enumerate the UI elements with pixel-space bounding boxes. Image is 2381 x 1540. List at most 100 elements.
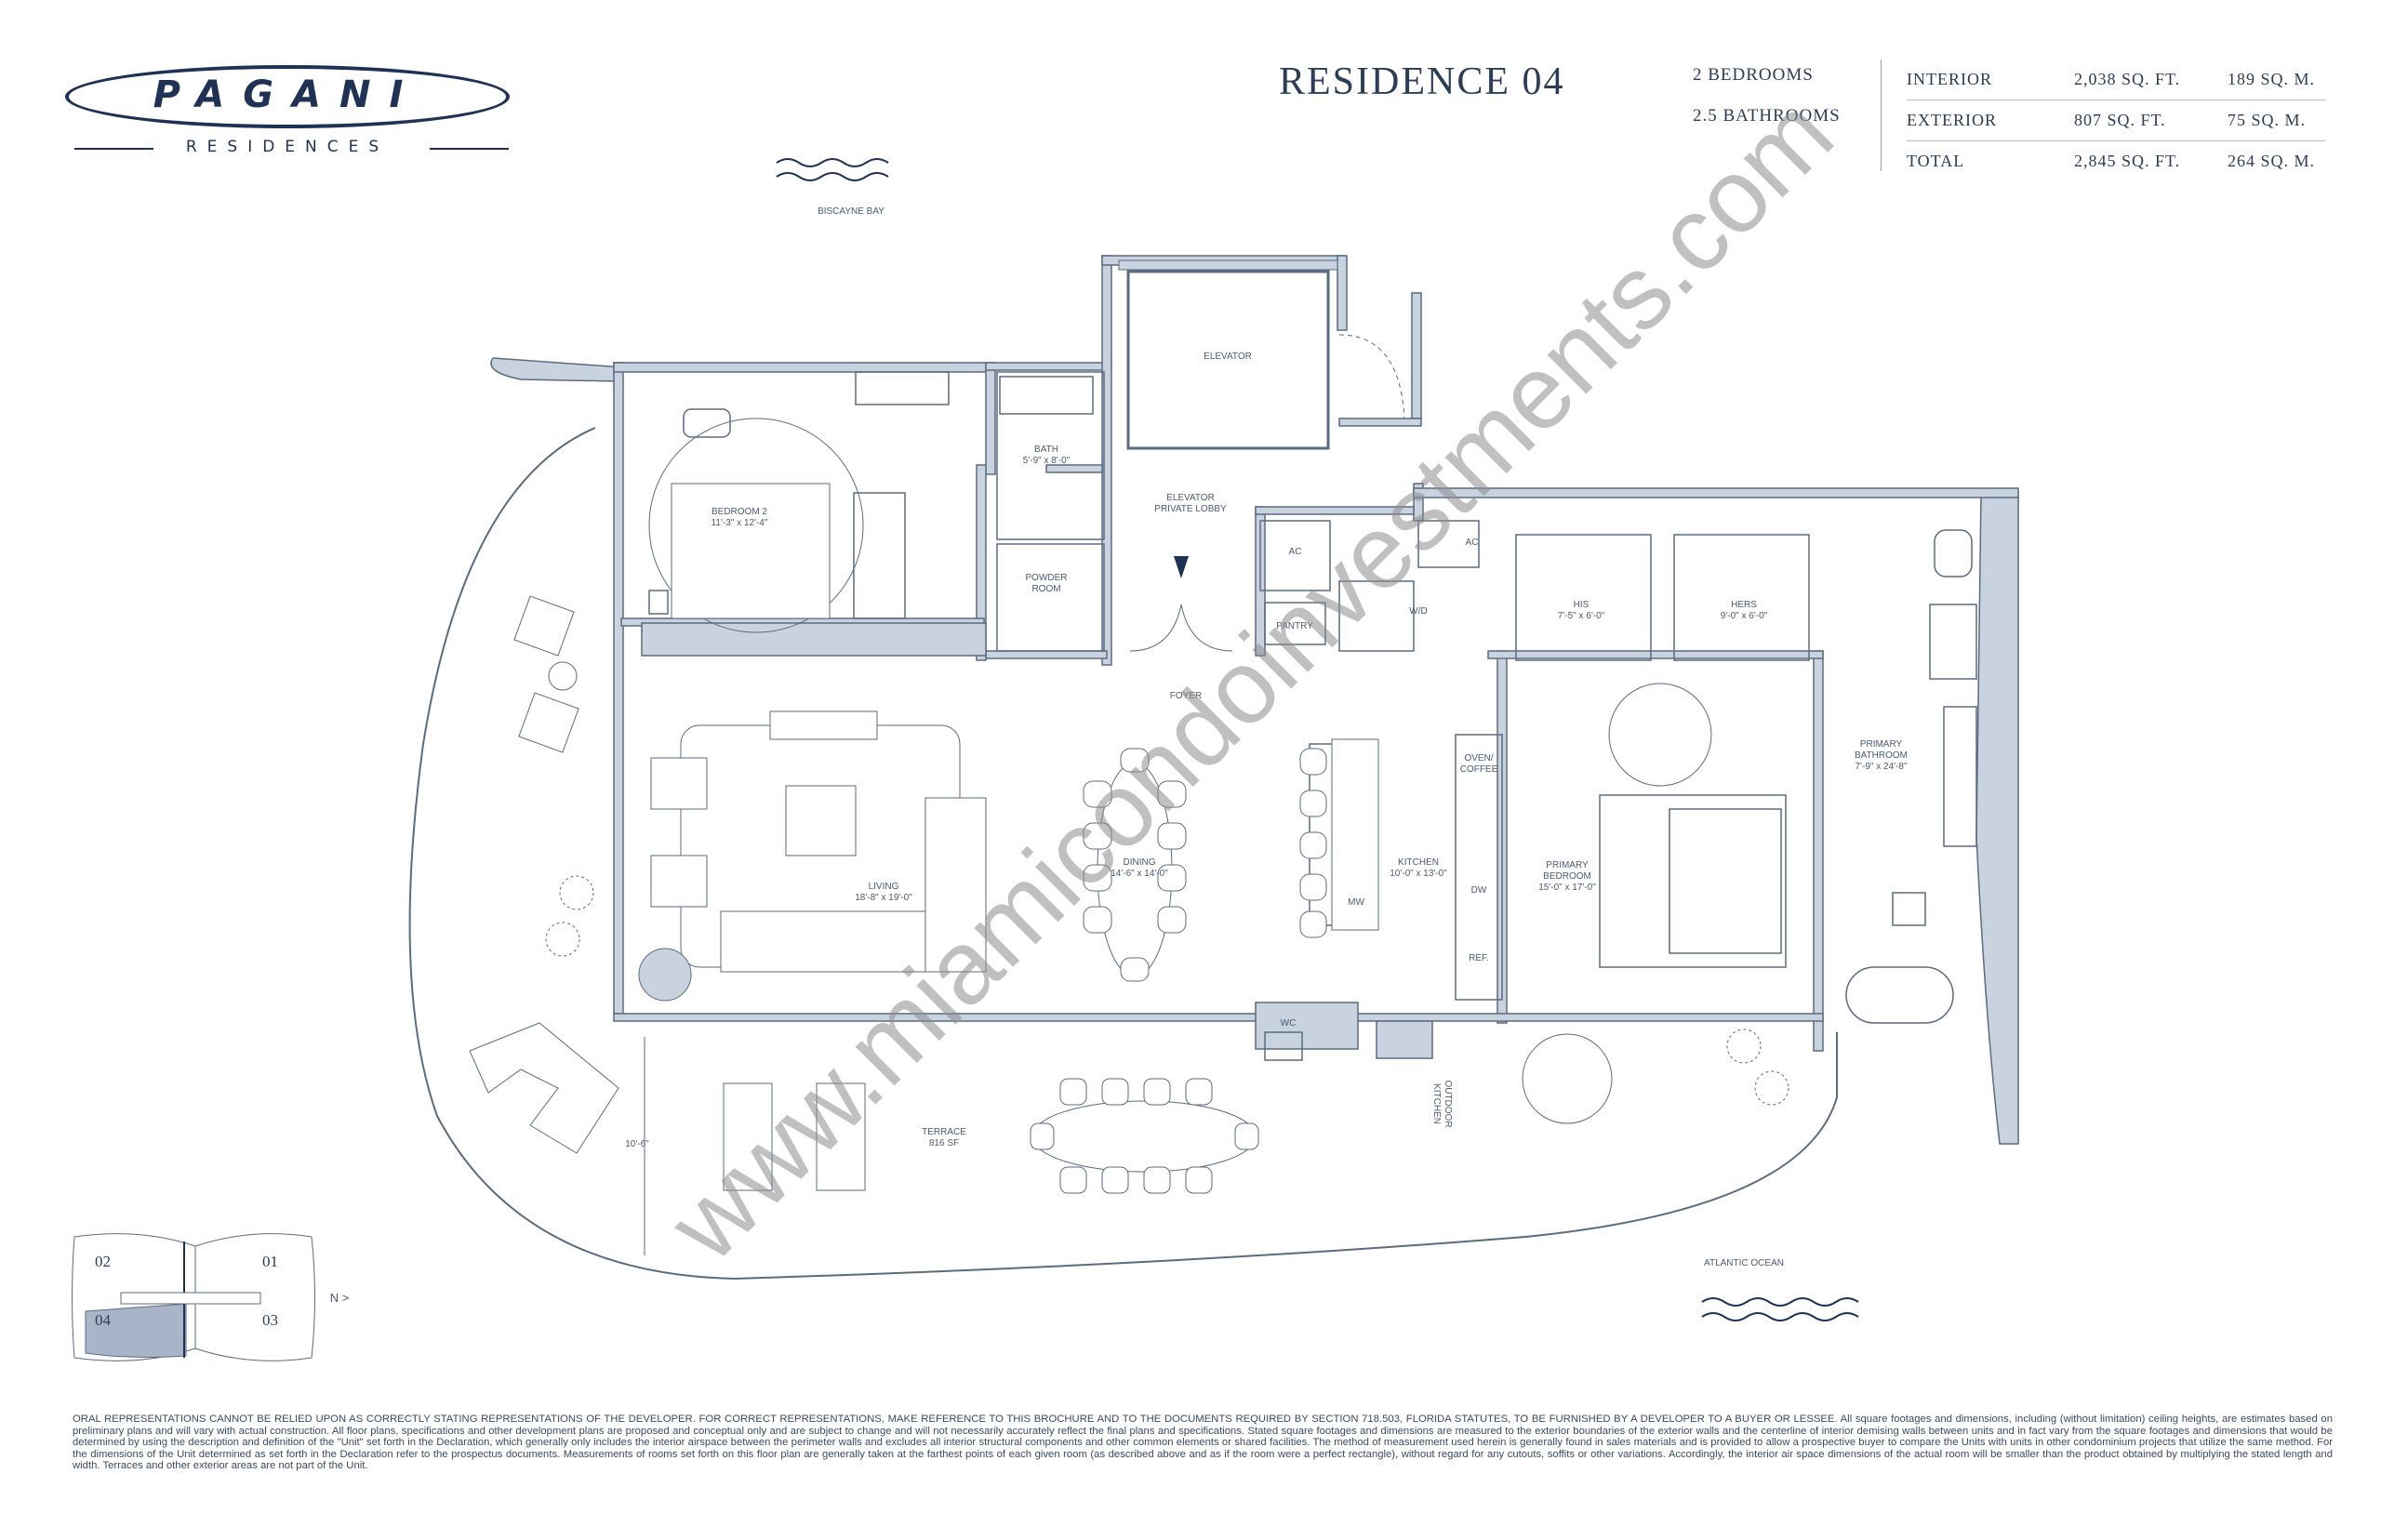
side-table (638, 948, 692, 1002)
living-chair (650, 855, 708, 908)
terrace-dining-table (1031, 1100, 1257, 1173)
oven-label: OVEN/ COFFEE (1453, 753, 1505, 776)
entry-arrow-icon (1174, 556, 1189, 578)
room-name: OVEN/ (1464, 753, 1494, 763)
room-name: PRIMARY (1859, 739, 1903, 750)
terrace-depth-label: 10'-6" (625, 1139, 649, 1149)
his-closet-label: HIS 7'-5" x 6'-0" (1544, 600, 1618, 622)
residence-title: RESIDENCE 04 (1279, 60, 1565, 103)
north-indicator: N > (329, 1291, 350, 1305)
bathrooms-count: 2.5 BATHROOMS (1693, 106, 1841, 126)
brand-name: PAGANI (153, 73, 422, 116)
legal-disclaimer: ORAL REPRESENTATIONS CANNOT BE RELIED UP… (73, 1414, 2333, 1472)
room-name: BEDROOM 2 (711, 507, 767, 517)
lounger (816, 1082, 866, 1191)
ref-label: REF. (1469, 953, 1489, 963)
room-name: ELEVATOR (1166, 493, 1215, 503)
outdoor-kitchen-label: OUTDOOR KITCHEN (1430, 1062, 1453, 1146)
terrace-side-table (548, 661, 578, 691)
plant-icon (1726, 1029, 1762, 1064)
primary-lounge (1608, 683, 1712, 787)
area-sqft: 2,038 SQ. FT. (2074, 70, 2181, 88)
living-chair (650, 757, 708, 810)
bedrooms-count: 2 BEDROOMS (1693, 65, 1814, 85)
area-label: TOTAL (1907, 140, 2074, 181)
room-name: COFFEE (1459, 764, 1498, 775)
area-sqft: 2,845 SQ. FT. (2074, 140, 2228, 181)
area-sqm: 189 SQ. M. (2228, 70, 2316, 88)
room-name: OUTDOOR (1443, 1080, 1453, 1128)
primary-bedroom-label: PRIMARY BEDROOM 15'-0" x 17'-0" (1525, 860, 1609, 894)
elevator-lobby-label: ELEVATOR PRIVATE LOBBY (1144, 493, 1237, 515)
area-label: INTERIOR (1907, 70, 1992, 88)
area-sqft: 807 SQ. FT. (2074, 100, 2228, 141)
logo-rule-right (430, 148, 509, 150)
plant-icon (559, 875, 594, 910)
room-dimensions: 816 SF (928, 1138, 960, 1148)
area-table: INTERIOR 2,038 SQ. FT. 189 SQ. M. EXTERI… (1907, 60, 2325, 181)
bay-label: BISCAYNE BAY (818, 206, 885, 217)
powder-label: POWDER ROOM (1004, 573, 1088, 595)
room-name: LIVING (868, 882, 899, 892)
logo-oval (65, 65, 510, 128)
room-dimensions: 11'-3" x 12'-4" (711, 518, 768, 528)
pagani-logo: PAGANI RESIDENCES (65, 65, 512, 167)
keyplan-unit: 02 (95, 1253, 111, 1270)
kitchen-label: KITCHEN 10'-0" x 13'-0" (1377, 857, 1460, 880)
lounger (723, 1082, 773, 1191)
terrace-chair (518, 692, 579, 753)
kitchen-island (1331, 738, 1379, 931)
room-name: HIS (1573, 600, 1590, 610)
room-name: BATH (1034, 445, 1058, 455)
dining-label: DINING 14'-6" x 14'-0" (1093, 857, 1186, 880)
plant-icon (545, 922, 580, 957)
room-name: POWDER (1025, 573, 1068, 583)
bedroom2-rug (648, 418, 864, 633)
keyplan-unit: 03 (262, 1311, 278, 1329)
coffee-table (785, 785, 857, 856)
terrace-lounge (1522, 1033, 1613, 1124)
room-name: BATHROOM (1854, 750, 1909, 761)
foyer-label: FOYER (1169, 691, 1203, 701)
brand-tagline: RESIDENCES (185, 138, 390, 156)
slab-left (490, 357, 625, 382)
room-name: KITCHEN (1431, 1083, 1442, 1124)
room-name: PRIMARY (1546, 860, 1589, 870)
logo-rule-left (74, 148, 153, 150)
bedroom2-bed (671, 483, 831, 619)
room-dimensions: 5'-9" x 8'-0" (1022, 456, 1071, 466)
living-label: LIVING 18'-8" x 19'-0" (832, 882, 935, 904)
room-dimensions: 7'-9" x 24'-8" (1855, 762, 1908, 772)
area-label: EXTERIOR (1907, 100, 2074, 141)
dw-label: DW (1470, 885, 1487, 896)
key-plan (72, 1233, 315, 1361)
mw-label: MW (1348, 897, 1364, 908)
terrace-label: TERRACE 816 SF (907, 1127, 981, 1149)
keyplan-unit: 04 (95, 1311, 111, 1329)
elevator-door (1129, 604, 1233, 652)
pantry-label: PANTRY (1276, 621, 1313, 631)
ocean-waves-icon (1701, 1297, 1859, 1321)
wd-label: W/D (1409, 606, 1428, 617)
ac-label: AC (1465, 538, 1479, 548)
room-name: DINING (1123, 857, 1156, 868)
slab-right (1975, 492, 2019, 1145)
elevator-shaft (1126, 270, 1330, 450)
sofa-side (924, 797, 987, 973)
header-divider (1881, 60, 1882, 171)
hers-closet-label: HERS 9'-0" x 6'-0" (1707, 600, 1781, 622)
room-name: BEDROOM (1543, 871, 1591, 882)
terrace-sectional (469, 1022, 619, 1154)
room-dimensions: 18'-8" x 19'-0" (855, 893, 912, 903)
room-name: PRIVATE LOBBY (1154, 504, 1227, 514)
area-row: INTERIOR 2,038 SQ. FT. 189 SQ. M. (1907, 60, 2325, 100)
room-name: ROOM (1031, 584, 1061, 594)
room-dimensions: 15'-0" x 17'-0" (1538, 883, 1596, 893)
room-dimensions: 10'-0" x 13'-0" (1390, 869, 1447, 879)
tv-console (769, 710, 878, 740)
plant-icon (1754, 1070, 1789, 1106)
terrace-chair (513, 595, 575, 657)
room-name: TERRACE (922, 1127, 966, 1137)
keyplan-unit: 01 (262, 1253, 278, 1270)
